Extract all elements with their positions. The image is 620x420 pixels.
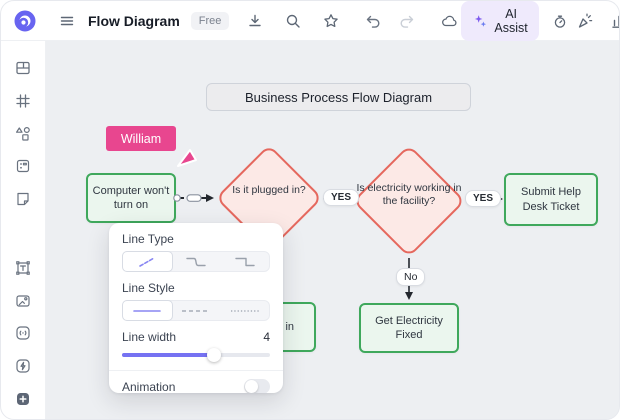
line-style-solid-button[interactable] bbox=[122, 300, 173, 321]
menu-icon[interactable] bbox=[55, 9, 79, 33]
ai-assist-button[interactable]: AI Assist bbox=[461, 1, 539, 41]
edge-label-no: No bbox=[396, 268, 426, 286]
automation-tool-icon[interactable] bbox=[10, 353, 36, 379]
tool-sidebar bbox=[1, 41, 46, 419]
line-type-curved-step-button[interactable] bbox=[172, 252, 221, 271]
node-label: Is electricity working in the facility? bbox=[356, 182, 462, 208]
line-style-dotted-button[interactable] bbox=[220, 301, 269, 320]
node-label: Computer won't turn on bbox=[92, 184, 170, 211]
node-label: Get Electricity Fixed bbox=[375, 314, 443, 341]
topbar: Flow Diagram Free AI Assist bbox=[1, 1, 619, 41]
add-tool-icon[interactable] bbox=[10, 386, 36, 412]
edge-label-yes-1: YES bbox=[323, 189, 360, 206]
chart-icon[interactable] bbox=[607, 9, 619, 33]
celebration-icon[interactable] bbox=[573, 9, 597, 33]
image-tool-icon[interactable] bbox=[10, 288, 36, 314]
embed-tool-icon[interactable] bbox=[10, 321, 36, 347]
file-title[interactable]: Flow Diagram bbox=[88, 12, 180, 29]
text-tool-icon[interactable] bbox=[10, 255, 36, 281]
sticky-note-tool-icon[interactable] bbox=[10, 186, 36, 212]
sparkles-icon bbox=[472, 13, 488, 29]
undo-icon[interactable] bbox=[361, 9, 385, 33]
slider-thumb[interactable] bbox=[206, 348, 221, 362]
divider bbox=[109, 370, 283, 371]
diagram-canvas[interactable]: Business Process Flow Diagram Computer w… bbox=[46, 41, 619, 419]
toggle-knob bbox=[245, 380, 258, 393]
cloud-sync-icon[interactable] bbox=[437, 9, 461, 33]
line-type-elbow-button[interactable] bbox=[220, 252, 269, 271]
plan-badge: Free bbox=[190, 11, 230, 30]
search-icon[interactable] bbox=[281, 9, 305, 33]
grid-tool-icon[interactable] bbox=[10, 88, 36, 114]
animation-toggle[interactable] bbox=[244, 379, 270, 393]
download-icon[interactable] bbox=[243, 9, 267, 33]
slider-fill bbox=[122, 353, 214, 357]
node-label: in bbox=[285, 320, 294, 333]
line-type-options bbox=[122, 251, 270, 272]
node-label: Is it plugged in? bbox=[232, 184, 306, 196]
card-tool-icon[interactable] bbox=[10, 153, 36, 179]
frame-tool-icon[interactable] bbox=[10, 55, 36, 81]
node-get-electricity-fixed[interactable]: Get Electricity Fixed bbox=[359, 303, 459, 353]
redo-icon[interactable] bbox=[395, 9, 419, 33]
line-width-slider[interactable] bbox=[122, 348, 270, 362]
line-style-options bbox=[122, 300, 270, 321]
stopwatch-icon[interactable] bbox=[549, 9, 573, 33]
line-width-label: Line width bbox=[122, 330, 177, 344]
edge-label-yes-2: YES bbox=[465, 190, 502, 207]
shapes-tool-icon[interactable] bbox=[10, 121, 36, 147]
node-start[interactable]: Computer won't turn on bbox=[86, 173, 176, 223]
diagram-title[interactable]: Business Process Flow Diagram bbox=[206, 83, 471, 111]
line-type-straight-button[interactable] bbox=[122, 251, 173, 272]
line-style-dashed-button[interactable] bbox=[172, 301, 221, 320]
line-type-label: Line Type bbox=[122, 232, 174, 246]
topbar-right-icons bbox=[549, 9, 619, 33]
line-style-label: Line Style bbox=[122, 281, 175, 295]
app-logo-icon[interactable] bbox=[13, 9, 37, 33]
ai-assist-label: AI Assist bbox=[494, 6, 528, 35]
node-label: Submit Help Desk Ticket bbox=[521, 186, 581, 213]
animation-label: Animation bbox=[122, 379, 176, 394]
star-icon[interactable] bbox=[319, 9, 343, 33]
collaborator-name-tag: William bbox=[106, 126, 176, 151]
collaborator-cursor-icon bbox=[174, 146, 200, 175]
node-submit-ticket[interactable]: Submit Help Desk Ticket bbox=[504, 173, 598, 226]
line-width-value: 4 bbox=[263, 330, 270, 344]
line-format-panel: Line Type Line Style bbox=[109, 223, 283, 393]
